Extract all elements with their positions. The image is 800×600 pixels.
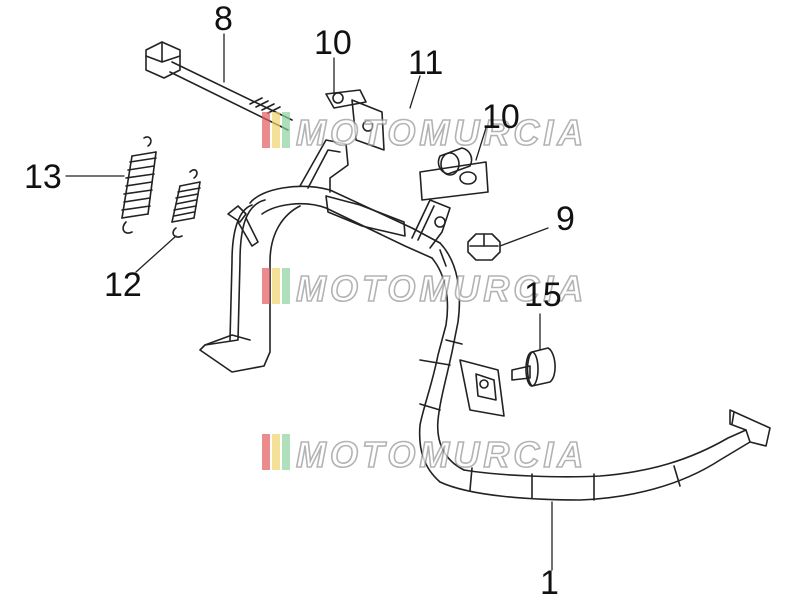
watermark-stripe [282, 268, 290, 304]
pin [227, 205, 259, 247]
watermark-text: MOTOMURCIA [296, 434, 587, 475]
watermark-stripe [262, 112, 270, 148]
bushing [437, 147, 473, 176]
watermark-text: MOTOMURCIA [296, 112, 587, 153]
watermark-stripe [282, 434, 290, 470]
rubber-stop [511, 347, 556, 387]
spring-large [121, 136, 157, 234]
callout-labels: 1 8 9 10 11 12 13 15 10 [24, 0, 575, 600]
watermark-logo: MOTOMURCIA [262, 111, 587, 154]
callout-10: 10 [314, 24, 352, 62]
watermark-stripe [272, 268, 280, 304]
watermark-text: MOTOMURCIA [296, 268, 587, 309]
callout-10-lower: 10 [482, 98, 520, 136]
watermark-logo: MOTOMURCIA [262, 433, 587, 476]
watermark-stripe [272, 112, 280, 148]
bracket-plate [325, 89, 385, 151]
watermarks: MOTOMURCIA MOTOMURCIA MOTOMURCIA [262, 111, 587, 476]
nut [467, 233, 501, 261]
callout-11: 11 [408, 44, 443, 82]
watermark-stripe [262, 434, 270, 470]
watermark-stripe [262, 268, 270, 304]
spring-small [171, 169, 201, 238]
center-stand [199, 139, 771, 501]
callout-1: 1 [540, 564, 559, 600]
pivot-bolt [145, 41, 293, 131]
callout-9: 9 [556, 200, 575, 238]
callout-15: 15 [524, 276, 562, 314]
callout-8: 8 [214, 0, 233, 38]
callout-13: 13 [24, 158, 62, 196]
watermark-logo: MOTOMURCIA [262, 267, 587, 310]
leader-lines [65, 33, 553, 571]
gasket [419, 161, 489, 201]
callout-12: 12 [104, 266, 142, 304]
watermark-stripe [272, 434, 280, 470]
watermark-stripe [282, 112, 290, 148]
